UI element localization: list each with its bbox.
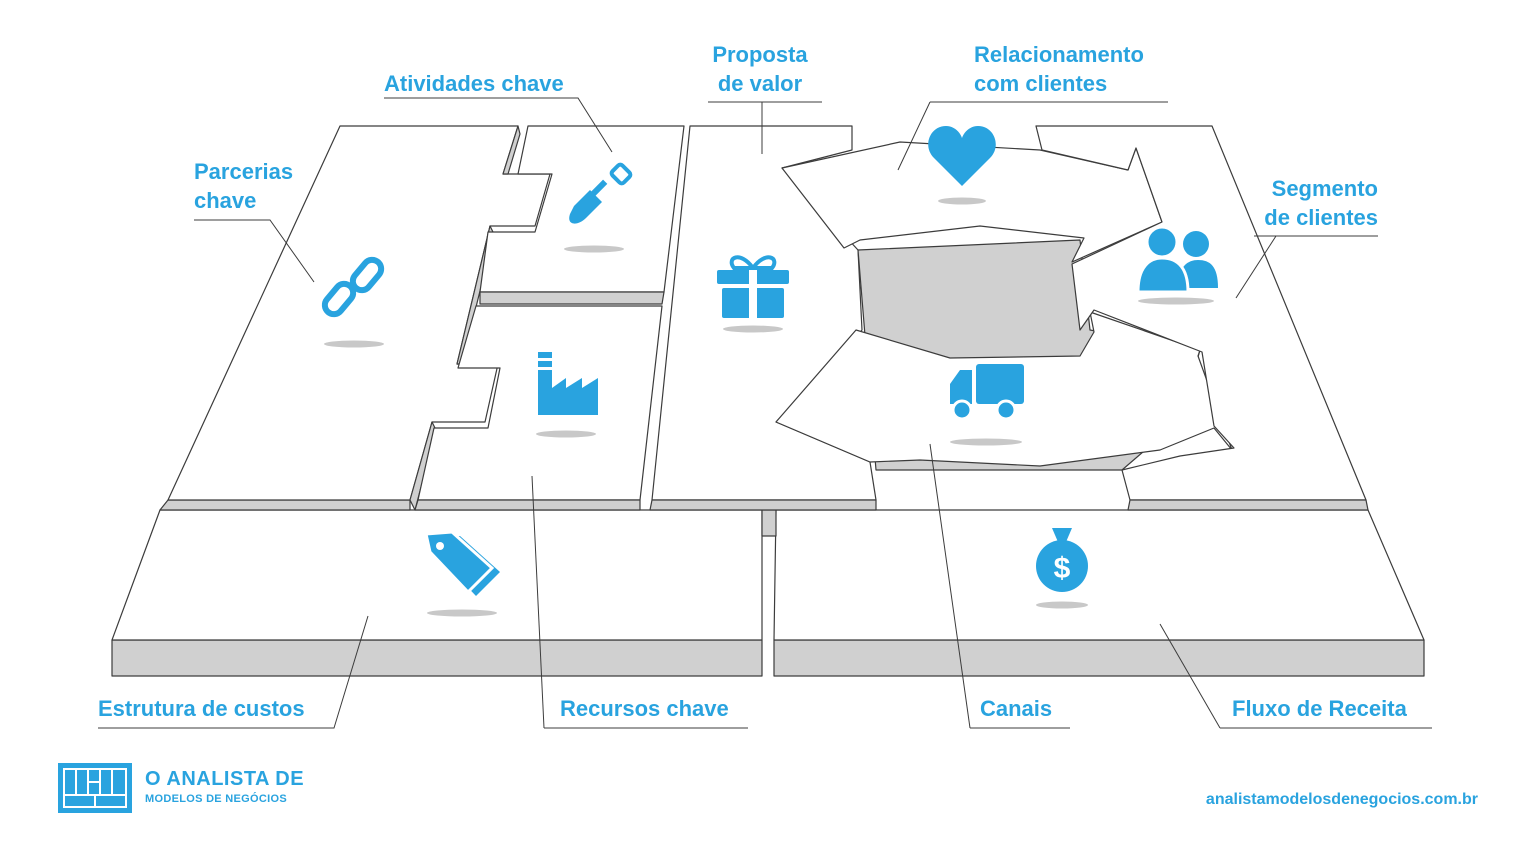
heart-icon: [928, 126, 996, 186]
value-proposition-label: Proposta de valor: [700, 40, 820, 98]
website-link[interactable]: analistamodelosdenegocios.com.br: [1205, 791, 1478, 808]
customer-relationships-label-line-2: com clientes: [974, 71, 1108, 96]
factory-icon: [538, 352, 598, 415]
key-partners-label-line-1: Parcerias: [194, 159, 294, 184]
brand-logo-icon: [58, 763, 132, 813]
customer-segments-label-line-1: Segmento: [1271, 176, 1378, 201]
cost-structure-label: Estrutura de custos: [98, 696, 305, 721]
key-resources-label: Recursos chave: [560, 696, 729, 721]
key-partners-label-line-2: chave: [194, 188, 257, 213]
channels-label: Canais: [980, 696, 1053, 721]
cost-structure-block: [111, 509, 763, 677]
link-chain-icon: [321, 256, 385, 318]
brand-subtitle: MODELOS DE NEGÓCIOS: [145, 793, 287, 805]
gift-icon: [717, 255, 789, 318]
value-proposition-label-line-1: Proposta: [712, 42, 808, 67]
customer-relationships-label: Relacionamento com clientes: [974, 40, 1144, 98]
customer-segments-block: [1035, 125, 1369, 511]
brand-name: O ANALISTA DE: [145, 768, 305, 790]
revenue-streams-block: [773, 509, 1425, 677]
money-bag-icon: $: [1036, 528, 1088, 592]
key-activities-label: Atividades chave: [384, 71, 564, 96]
svg-text:$: $: [1054, 552, 1071, 585]
customer-segments-label: Segmento de clientes: [1230, 174, 1378, 232]
customer-relationships-label-line-1: Relacionamento: [974, 42, 1144, 67]
value-proposition-label-line-2: de valor: [717, 71, 803, 96]
revenue-streams-label: Fluxo de Receita: [1232, 696, 1407, 721]
customer-segments-label-line-2: de clientes: [1264, 205, 1378, 230]
delivery-truck-icon: [950, 364, 1024, 421]
shovel-icon: [569, 162, 633, 224]
price-tags-icon: [424, 530, 500, 596]
people-icon: [1136, 225, 1218, 294]
key-partners-label: Parcerias chave: [194, 157, 293, 215]
